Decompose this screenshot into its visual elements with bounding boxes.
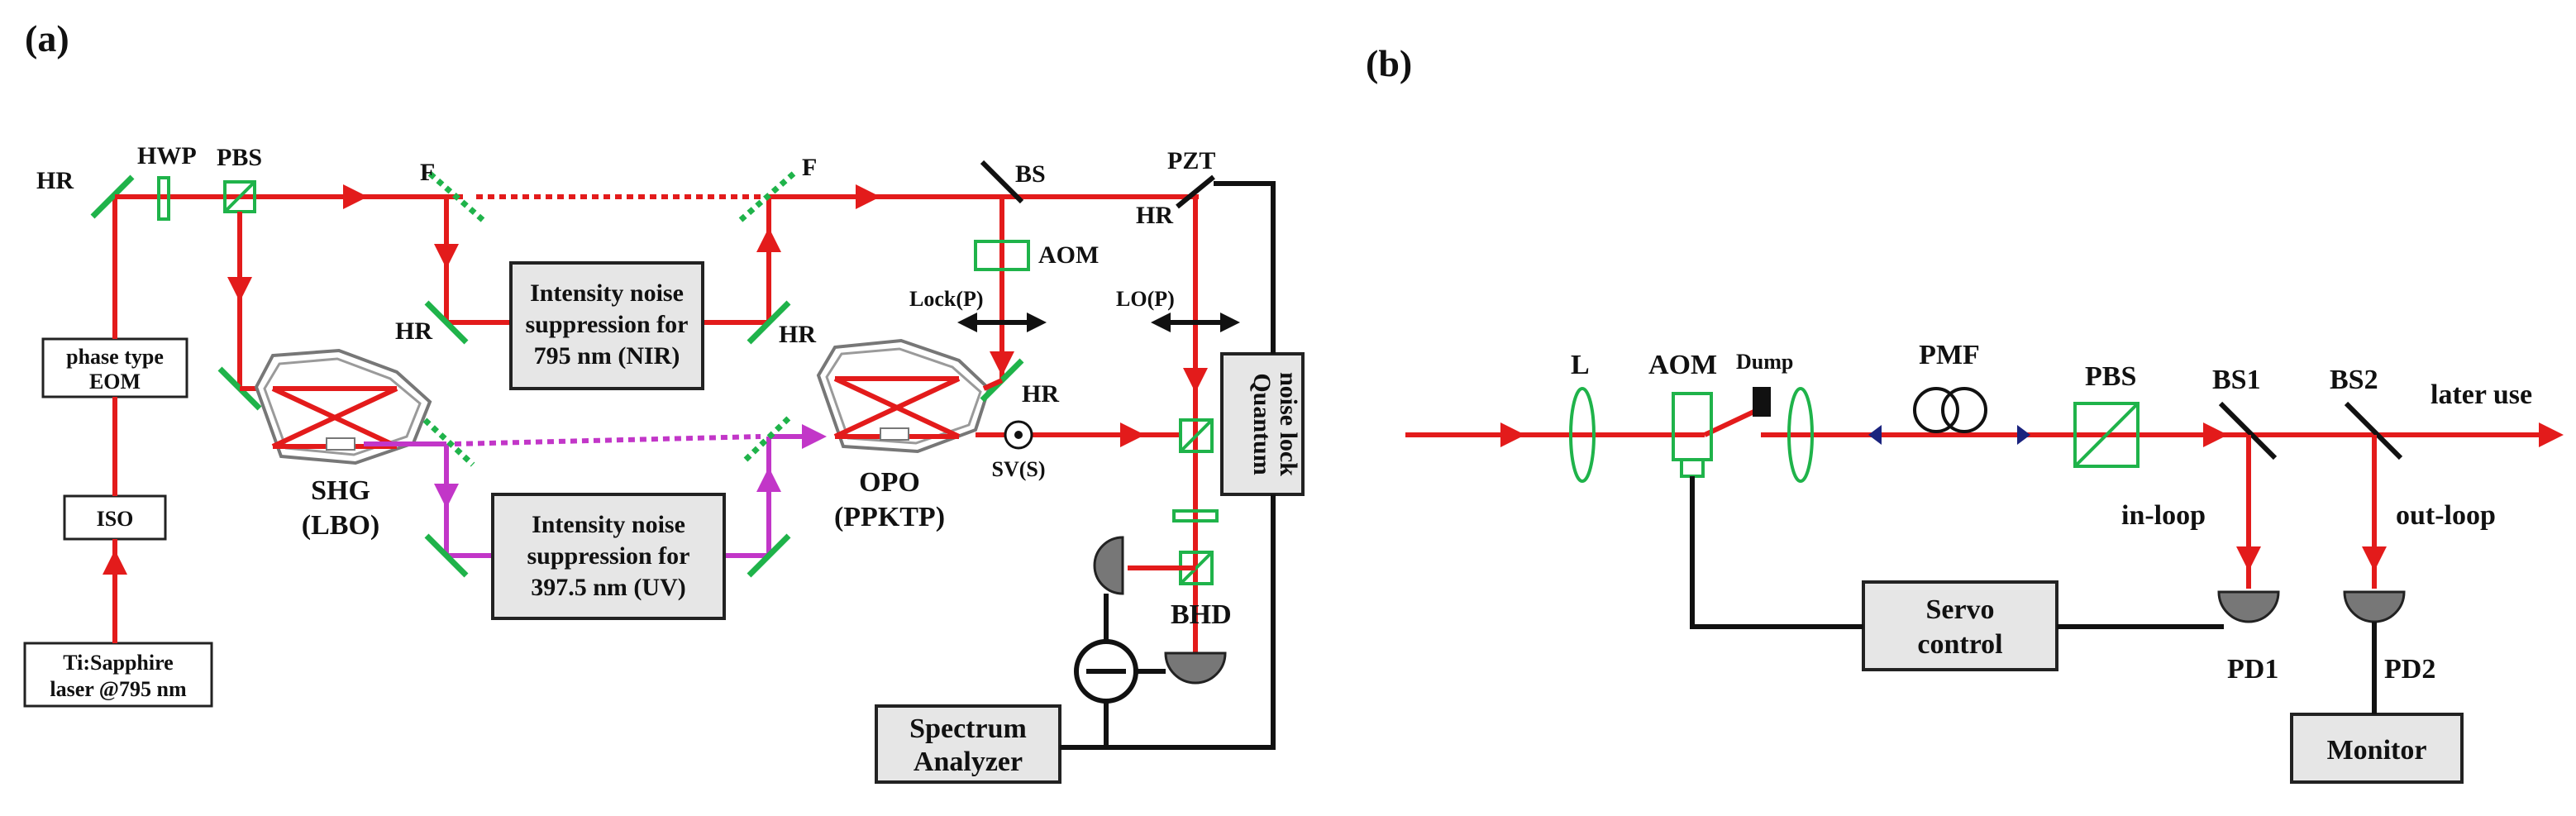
bhd-detector-lower [1164, 651, 1227, 685]
dump-label: Dump [1736, 350, 1793, 374]
pd1-detector [2217, 590, 2280, 623]
hr-pzt-label: HR [1136, 202, 1173, 229]
iso-label: ISO [97, 507, 134, 531]
hwp-label: HWP [137, 142, 197, 169]
bhd-detector-upper [1093, 536, 1124, 595]
uv-suppression-box: Intensity noise suppression for 397.5 nm… [491, 493, 726, 620]
bhd-waveplate [1172, 509, 1219, 523]
pbs-label: PBS [217, 144, 262, 171]
eom-label-1: phase type [66, 345, 164, 369]
f-left-label: F [420, 159, 435, 186]
hr-mirror-nir-right [747, 300, 791, 345]
lens-l-label: L [1571, 350, 1590, 380]
f-right-label: F [802, 154, 817, 181]
later-use-label: later use [2431, 379, 2532, 410]
sv-label: SV(S) [991, 457, 1045, 481]
nir-label-3: 795 nm (NIR) [534, 342, 680, 370]
eom-box: phase type EOM [41, 337, 188, 398]
hr-mirror-left [90, 174, 135, 219]
pzt-actuator [1176, 174, 1215, 209]
nir-loop [434, 197, 781, 325]
laser-label-1: Ti:Sapphire [63, 651, 173, 675]
laser-label-2: laser @795 nm [50, 677, 187, 701]
flip-mirror-left [427, 171, 485, 222]
wire-servo-to-aom [1690, 476, 1863, 629]
lens-l [1569, 387, 1596, 483]
shg-crystal-label: (LBO) [302, 510, 379, 541]
opo-cavity [816, 338, 991, 454]
lock-label: Lock(P) [909, 287, 984, 311]
shg-cavity [254, 348, 432, 465]
hr-mirror-uv-left [424, 533, 469, 578]
pzt-label: PZT [1167, 147, 1215, 174]
aom-b-label: AOM [1648, 350, 1717, 380]
uv-label-2: suppression for [527, 542, 690, 570]
uv-label-3: 397.5 nm (UV) [531, 574, 686, 601]
shg-label: SHG [311, 475, 370, 506]
pmf-fiber [1868, 387, 2030, 445]
panel-b-label: (b) [1366, 42, 1412, 84]
flip-mirror-right [738, 171, 796, 222]
bs2-splitter [2344, 401, 2403, 460]
hr-mid-right-label: HR [779, 321, 816, 348]
qnl-label-1: Quantum [1248, 373, 1276, 475]
hr-mirror-nir-left [424, 300, 469, 345]
combining-pbs [1179, 418, 1214, 453]
sv-polarization-symbol [1004, 420, 1033, 450]
pmf-label: PMF [1919, 340, 1980, 370]
lo-label: LO(P) [1116, 287, 1175, 311]
aom-a-label: AOM [1038, 241, 1099, 269]
lens-b-2 [1787, 387, 1814, 483]
bhd-label: BHD [1171, 599, 1232, 630]
nir-suppression-box: Intensity noise suppression for 795 nm (… [509, 261, 704, 390]
uv-label-1: Intensity noise [532, 511, 685, 538]
bs-splitter [980, 160, 1024, 204]
beam-into-opo [982, 378, 1004, 391]
pd1-label: PD1 [2227, 654, 2278, 685]
subtractor-circle [1074, 639, 1138, 704]
servo-label-1: Servo [1925, 594, 1994, 625]
quantum-noise-lock-box: Quantum noise lock [1220, 352, 1305, 496]
aom-a [974, 240, 1030, 271]
out-loop-label: out-loop [2396, 500, 2496, 531]
servo-label-2: control [1917, 629, 2002, 660]
monitor-box: Monitor [2290, 713, 2464, 784]
wire-lock-to-analyzer [1060, 494, 1276, 750]
hr-mid-left-label: HR [395, 317, 432, 345]
nir-label-1: Intensity noise [530, 279, 684, 307]
bs1-splitter [2218, 401, 2278, 460]
opo-crystal-label: (PPKTP) [834, 502, 945, 532]
in-loop-label: in-loop [2121, 500, 2206, 531]
hr-opo-label: HR [1022, 380, 1059, 408]
iso-box: ISO [63, 494, 167, 541]
hr-left-label: HR [36, 167, 74, 194]
pbs-b-label: PBS [2085, 361, 2136, 392]
servo-control-box: Servo control [1862, 580, 2058, 671]
bs2-label: BS2 [2330, 365, 2378, 395]
hwp-plate [157, 176, 170, 221]
beam-dump [1753, 387, 1771, 417]
pd2-detector [2343, 590, 2406, 623]
eom-label-2: EOM [89, 370, 141, 394]
bs1-label: BS1 [2212, 365, 2261, 395]
laser-box: Ti:Sapphire laser @795 nm [23, 642, 213, 708]
wire-pzt-to-lock [1214, 181, 1276, 354]
flip-mirror-uv-left [422, 418, 475, 467]
hr-mirror-uv-right [747, 533, 791, 578]
spectrum-analyzer-box: Spectrum Analyzer [875, 704, 1061, 784]
pd2-label: PD2 [2384, 654, 2435, 685]
bs-label: BS [1015, 160, 1046, 188]
sa-label-1: Spectrum [909, 713, 1027, 744]
opo-label: OPO [859, 467, 920, 498]
pbs-b-cube [2073, 402, 2140, 468]
nir-label-2: suppression for [526, 311, 689, 338]
sa-label-2: Analyzer [914, 747, 1023, 777]
monitor-label: Monitor [2327, 735, 2427, 766]
panel-a-label: (a) [25, 17, 69, 60]
beam-b-diffracted [1703, 406, 1763, 437]
qnl-label-2: noise lock [1275, 372, 1302, 476]
